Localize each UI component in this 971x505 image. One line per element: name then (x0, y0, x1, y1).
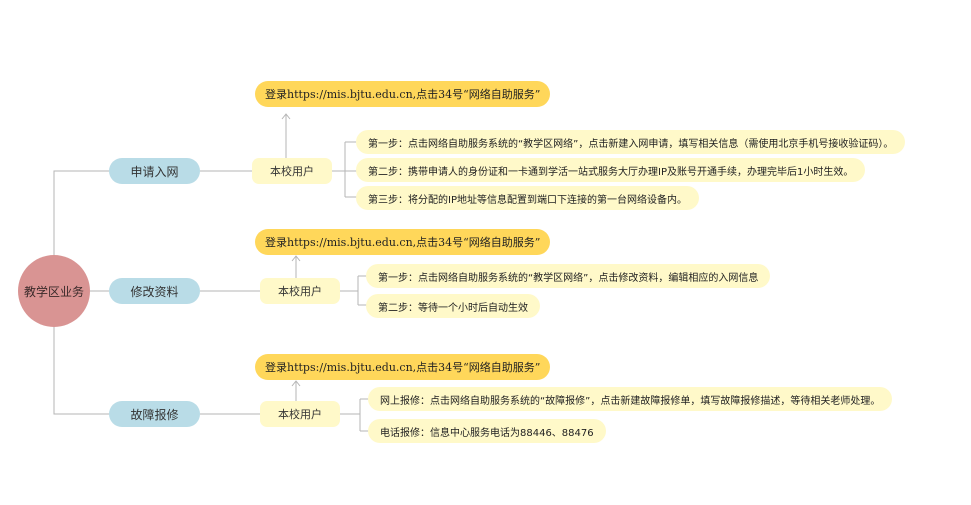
step-apply-2[interactable]: 第二步：携带申请人的身份证和一卡通到学活一站式服务大厅办理IP及账号开通手续，办… (356, 158, 866, 182)
login-node-modify[interactable]: 登录https://mis.bjtu.edu.cn,点击34号“网络自助服务” (255, 229, 551, 255)
connector-root-repair (53, 327, 109, 415)
step-modify-1[interactable]: 第一步：点击网络自助服务系统的“教学区网络”，点击修改资料，编辑相应的入网信息 (366, 264, 771, 288)
user-node-apply[interactable]: 本校用户 (252, 158, 332, 184)
login-node-repair[interactable]: 登录https://mis.bjtu.edu.cn,点击34号“网络自助服务” (255, 354, 551, 380)
connector-modify-steps (332, 275, 370, 306)
user-node-modify[interactable]: 本校用户 (260, 278, 340, 304)
arrow-apply-login (281, 113, 291, 158)
category-fault-repair[interactable]: 故障报修 (109, 401, 200, 427)
step-apply-1[interactable]: 第一步：点击网络自助服务系统的“教学区网络”，点击新建入网申请，填写相关信息（需… (356, 130, 906, 154)
category-modify-info[interactable]: 修改资料 (109, 278, 200, 304)
category-apply-network[interactable]: 申请入网 (109, 158, 200, 184)
arrow-modify-login (291, 255, 301, 278)
root-node[interactable]: 教学区业务 (18, 255, 90, 327)
step-modify-2[interactable]: 第二步：等待一个小时后自动生效 (366, 294, 540, 318)
user-node-repair[interactable]: 本校用户 (260, 401, 340, 427)
connector-root-apply (53, 170, 109, 255)
arrow-repair-login (291, 380, 301, 401)
step-repair-phone[interactable]: 电话报修：信息中心服务电话为88446、88476 (368, 419, 606, 443)
login-node-apply[interactable]: 登录https://mis.bjtu.edu.cn,点击34号“网络自助服务” (255, 81, 551, 107)
step-repair-online[interactable]: 网上报修：点击网络自助服务系统的“故障报修”，点击新建故障报修单，填写故障报修描… (368, 387, 893, 411)
step-apply-3[interactable]: 第三步：将分配的IP地址等信息配置到端口下连接的第一台网络设备内。 (356, 186, 699, 210)
connector-repair-steps (332, 398, 374, 432)
connector-apply-steps (332, 141, 358, 198)
